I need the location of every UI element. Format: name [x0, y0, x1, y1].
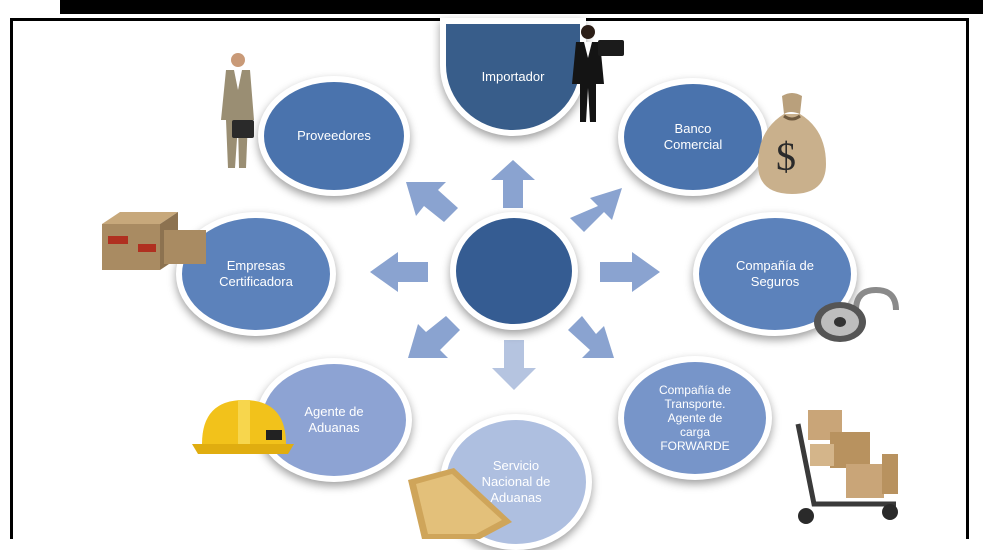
hard-hat-icon — [192, 400, 294, 454]
node-compania-transporte: Compañía de Transporte. Agente de carga … — [618, 356, 772, 480]
hand-truck-icon — [795, 410, 898, 524]
frame-border-right — [966, 18, 969, 539]
arrow-down-left — [408, 316, 460, 358]
node-agente-aduanas: Agente de Aduanas — [256, 358, 412, 482]
center-node — [450, 212, 578, 330]
node-banco-comercial: Banco Comercial — [618, 78, 768, 196]
arrow-up-right — [570, 188, 622, 232]
node-servicio-nacional-aduanas-label: Servicio Nacional de Aduanas — [481, 458, 551, 505]
boxes-icon — [102, 212, 206, 270]
padlock-icon — [814, 286, 899, 342]
businesswoman-icon — [572, 25, 624, 122]
arrow-up-left — [406, 182, 458, 222]
document-icon — [408, 468, 512, 539]
arrow-left — [370, 252, 428, 292]
node-compania-seguros-label: Compañía de Seguros — [735, 258, 815, 289]
frame-border-left — [10, 18, 13, 539]
node-importador: Importador — [440, 18, 586, 136]
node-agente-aduanas-label: Agente de Aduanas — [304, 404, 364, 435]
node-proveedores: Proveedores — [258, 76, 410, 196]
arrow-up — [491, 160, 535, 208]
arrow-down — [492, 340, 536, 390]
businessman-icon — [221, 53, 254, 168]
node-importador-label: Importador — [481, 69, 545, 84]
node-compania-transporte-label: Compañía de Transporte. Agente de carga … — [658, 383, 732, 453]
money-bag-icon: $ — [758, 93, 826, 194]
svg-text:$: $ — [776, 134, 796, 179]
node-empresas-certificadora-label: Empresas Certificadora — [219, 258, 293, 289]
arrow-down-right — [568, 316, 614, 358]
node-proveedores-label: Proveedores — [297, 128, 371, 143]
title-banner — [60, 0, 983, 14]
node-empresas-certificadora: Empresas Certificadora — [176, 212, 336, 336]
node-banco-comercial-label: Banco Comercial — [663, 121, 723, 152]
arrow-right — [600, 252, 660, 292]
